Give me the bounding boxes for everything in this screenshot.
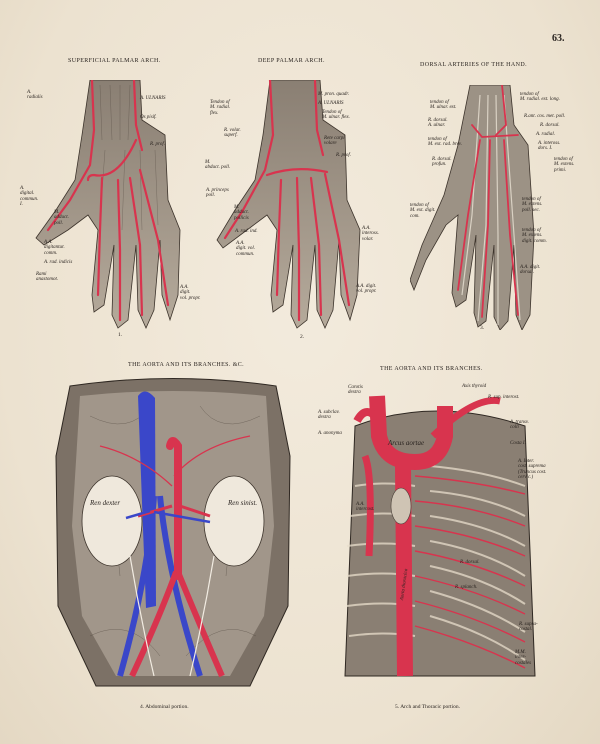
label-f1-rad-indicis: A. rad. indicis	[44, 260, 73, 265]
hand-illustration-3	[410, 85, 535, 330]
label-f2-ulnaris: A. ULNARIS	[318, 101, 344, 106]
label-f2-digit-vol-commun: A.A. digit. vol. commun.	[236, 241, 256, 257]
label-f2-adduct-pollicis: M. adduct. pollicis	[234, 205, 249, 221]
label-f2-abduct-poll: M. abduct. poll.	[205, 160, 231, 171]
label-intercostales: M.M. inter- costales	[515, 650, 532, 666]
label-f3-inteross-dors: A. inteross. dors. I.	[538, 141, 561, 152]
label-f3-tendon-ext-rad-brev: tendon of M. ext. rad. brev.	[428, 137, 463, 148]
label-f2-r-prof: R. prof.	[336, 153, 351, 158]
label-axis-thyroid: Axis thyroid	[462, 384, 487, 389]
thorax-illustration	[344, 395, 536, 677]
figure-number-2: 2.	[300, 334, 305, 340]
caption-thoracic: 5. Arch and Thoracic portion.	[395, 704, 460, 710]
label-f3-cos-met-poll: R.ant. cos. met. poll.	[524, 114, 566, 119]
label-sup-interost: R. sup. interost.	[488, 395, 520, 400]
label-ren-sinist: Ren sinist.	[228, 499, 258, 507]
hand-illustration-2	[216, 80, 361, 329]
title-dorsal-arteries: DORSAL ARTERIES OF THE HAND.	[420, 62, 528, 68]
label-f3-dorsal-ulnar: R. dorsal. A. ulnar.	[428, 118, 448, 129]
title-superficial-palmar-arch: SUPERFICIAL PALMAR ARCH.	[68, 58, 161, 64]
label-f3-tendon-radial-ext-long: tendon of M. radial. ext. long.	[520, 92, 560, 103]
page-number: 63.	[552, 33, 565, 44]
title-deep-palmar-arch: DEEP PALMAR ARCH.	[258, 58, 325, 64]
label-f3-tendon-extens-poll-sec: tendon of M. extens. poll. sec.	[522, 197, 543, 213]
label-f1-r-prof: R. prof.	[150, 142, 165, 147]
label-f1-digital-commun: A. digital. commun. I.	[20, 186, 39, 207]
hand-illustration-1	[35, 80, 181, 329]
figure-number-1: 1.	[118, 332, 123, 338]
title-aorta-thoracic: THE AORTA AND ITS BRANCHES.	[380, 366, 483, 372]
label-transv-colli: A. transv. colli	[510, 420, 529, 431]
label-f3-a-radial: A. radial.	[536, 132, 556, 137]
label-f3-dorsal-profun: R. dorsal. profun.	[432, 157, 452, 168]
label-carotis-dextra: Carotis dextra	[348, 385, 363, 396]
label-supra-costal: R. supra- costal.	[519, 622, 538, 633]
label-r-splanch: R. splanch.	[455, 585, 478, 590]
label-f3-tendon-ulnar-ext: tendon of M. ulnar. ext.	[430, 100, 457, 111]
abdomen-illustration	[55, 378, 291, 687]
label-f2-tendon-radial-flex: Tendon of M. radial. flex.	[210, 100, 231, 116]
label-f1-rami-anastomot: Rami anastomot.	[36, 272, 59, 283]
label-f1-digit-vol-propr: A.A. digit. vol. propr.	[180, 285, 201, 301]
label-f1-adduct-poll: M. adduct. poll.	[54, 210, 69, 226]
label-f2-tendon-ulnar-flex: Tendon of M. ulnar. flex.	[322, 110, 350, 121]
label-anonyma: A. anonyma	[318, 431, 342, 436]
label-r-dorsal: R. dorsal.	[460, 560, 480, 565]
label-f1-digitantur: A.A. digitantur. comm.	[44, 240, 65, 256]
label-f3-tendon-ext-digit: tendon of M. ext. digit. com.	[410, 203, 436, 219]
label-f2-digit-vol-propr: A.A. digit. vol. propr.	[356, 284, 377, 295]
label-f3-tendon-extens-primi: tendon of M. extens. primi.	[554, 157, 575, 173]
label-ren-dexter: Ren dexter	[90, 499, 121, 507]
label-arcus-aortae: Arcus aortae	[388, 439, 425, 447]
label-f2-rete-carpi: Rete carpi volare	[324, 136, 345, 147]
caption-abdominal: 4. Abdominal portion.	[140, 704, 189, 710]
label-f2-inteross-volar: A.A. inteross. volar.	[362, 226, 379, 242]
label-costa-i: Costa I.	[510, 441, 526, 446]
label-f2-pron-quadr: M. pron. quadr.	[318, 92, 350, 97]
label-f3-r-dorsal: R. dorsal.	[540, 123, 560, 128]
figure-number-3: 3.	[480, 325, 485, 331]
label-intercost: A.A. intercost.	[356, 502, 375, 513]
label-f1-os-pisif: Os pisif.	[140, 115, 157, 120]
label-f2-volar-superf: R. volar. superf.	[224, 128, 241, 139]
title-aorta-abdominal: THE AORTA AND ITS BRANCHES. &c.	[128, 362, 245, 368]
label-f2-rad-ind: A. rad. ind.	[235, 229, 258, 234]
label-f3-digit-dorsal: A.A. digit. dorsal.	[520, 265, 541, 276]
label-f2-princeps-poll: A. princeps poll.	[206, 188, 229, 199]
label-subclav-dextra: A. subclav. dextra	[318, 410, 340, 421]
label-f1-ulnaris: A. ULNARIS	[140, 96, 166, 101]
label-inter-cost-suprema: A. Inter. cost. suprema (Truncus cost. c…	[518, 459, 547, 480]
label-f1-radialis: A. radialis	[27, 90, 43, 101]
label-f3-tendon-extens-digit-comm: tendon of M. extens. digit. comm.	[522, 228, 547, 244]
